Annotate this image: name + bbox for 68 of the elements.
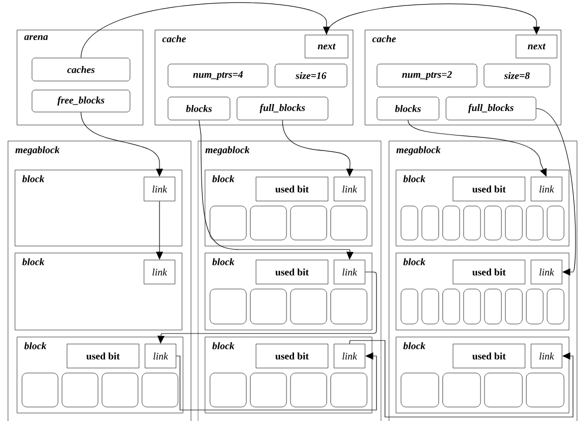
link-box: link (530, 344, 562, 368)
slot-box (210, 288, 246, 324)
field-box: num_ptrs=4 (168, 64, 268, 88)
slot-box (22, 372, 58, 408)
field-box: size=8 (484, 64, 550, 88)
slot-box (250, 288, 287, 324)
field-box: caches (32, 58, 130, 82)
slot-box (290, 206, 327, 240)
slot-box (290, 372, 327, 408)
link-box: link (334, 176, 366, 202)
field-box: full_blocks (236, 96, 328, 120)
slot-box (102, 372, 138, 408)
slot-box (442, 206, 460, 240)
slot-box (330, 288, 368, 324)
slot-box (62, 372, 98, 408)
slot-box (463, 206, 481, 240)
link-box: link (530, 176, 562, 202)
slot-box (400, 288, 418, 324)
used-bit-box: used bit (256, 260, 328, 284)
used-bit-box: used bit (452, 260, 526, 284)
slot-box (210, 206, 246, 240)
slot-box (484, 206, 502, 240)
slot-box (290, 288, 327, 324)
slot-box (526, 288, 544, 324)
link-box: link (144, 260, 176, 284)
link-box: link (334, 260, 366, 284)
slot-box (505, 288, 522, 324)
slot-box (546, 206, 564, 240)
field-box: size=16 (274, 64, 348, 88)
slot-box (250, 372, 287, 408)
arrow (326, 4, 540, 36)
field-box: blocks (168, 96, 230, 120)
arrow (536, 108, 576, 276)
used-bit-box: used bit (452, 344, 526, 368)
link-box: link (144, 344, 176, 368)
field-box: num_ptrs=2 (376, 64, 478, 88)
used-bit-box: used bit (452, 176, 526, 202)
slot-box (442, 372, 481, 408)
used-bit-box: used bit (66, 344, 140, 368)
slot-box (210, 372, 246, 408)
slot-box (400, 372, 439, 408)
slot-box (422, 206, 439, 240)
slot-box (484, 372, 522, 408)
slot-box (505, 206, 522, 240)
field-box: blocks (376, 96, 440, 120)
link-box: link (144, 176, 176, 202)
pointer-box: next (304, 34, 348, 58)
slot-box (442, 288, 460, 324)
slot-box (250, 206, 287, 240)
arrow (349, 340, 574, 418)
link-box: link (334, 344, 366, 368)
arrow (80, 2, 330, 58)
slot-box (422, 288, 439, 324)
used-bit-box: used bit (256, 176, 328, 202)
slot-box (463, 288, 481, 324)
slot-box (330, 372, 368, 408)
slot-box (526, 206, 544, 240)
slot-box (400, 206, 418, 240)
slot-box (484, 288, 502, 324)
pointer-box: next (516, 34, 558, 58)
slot-box (142, 372, 178, 408)
slot-box (330, 206, 368, 240)
field-box: free_blocks (32, 90, 130, 112)
link-box: link (530, 260, 562, 284)
used-bit-box: used bit (256, 344, 328, 368)
slot-box (526, 372, 564, 408)
field-box: full_blocks (446, 96, 536, 120)
slot-box (546, 288, 564, 324)
